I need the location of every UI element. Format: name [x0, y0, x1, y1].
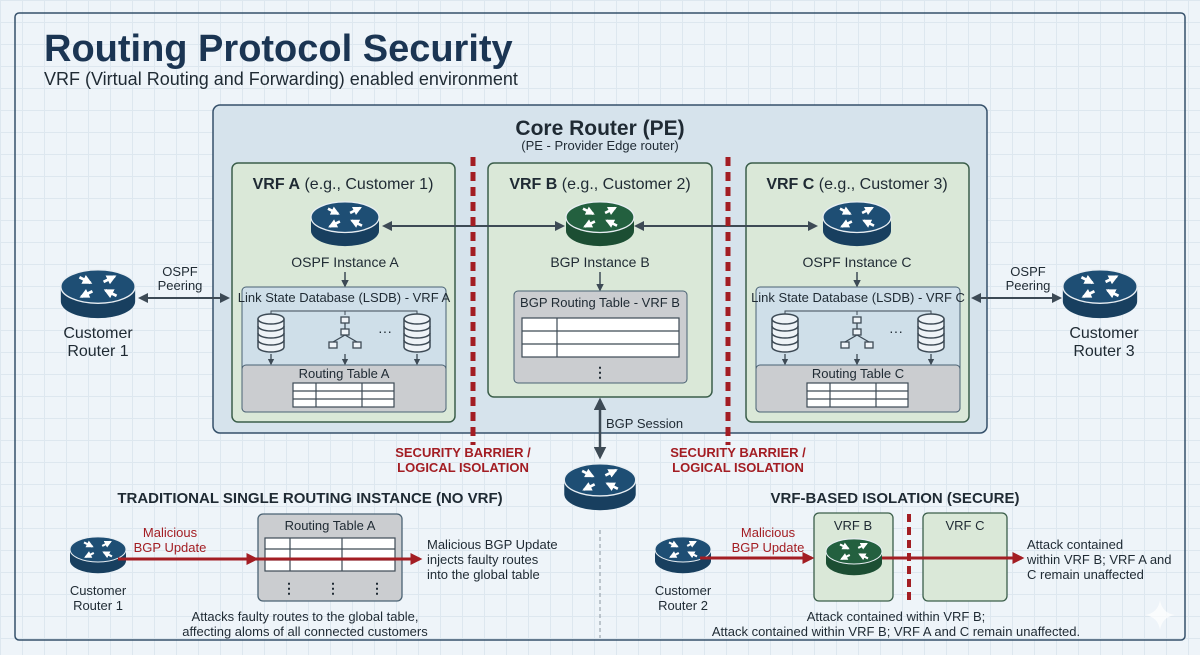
- customer-router-1-label-2: Router 1: [67, 343, 128, 360]
- malicious-update-label: Malicious: [741, 525, 796, 540]
- ellipsis: ···: [889, 323, 903, 339]
- bgp-peer-router-icon: [564, 464, 635, 510]
- ospf-peering-left: OSPF: [162, 264, 197, 279]
- customer-router-2-icon: [655, 537, 711, 573]
- traditional-panel: TRADITIONAL SINGLE ROUTING INSTANCE (NO …: [70, 490, 558, 639]
- sparkle-icon: [1145, 600, 1175, 630]
- router-icon: [823, 202, 891, 246]
- global-table-title: Routing Table A: [285, 518, 376, 533]
- vrf-c-table-title: Routing Table C: [812, 366, 904, 381]
- traditional-result-3: into the global table: [427, 567, 540, 582]
- vrf-c-title: VRF C (e.g., Customer 3): [766, 176, 947, 193]
- database-icon: [257, 313, 285, 353]
- page-title: Routing Protocol Security: [44, 28, 513, 70]
- malicious-update-label-2: BGP Update: [134, 540, 207, 555]
- vrf-b-router-icon: [826, 539, 882, 575]
- vrf-b-table-title: BGP Routing Table - VRF B: [520, 295, 680, 310]
- vrf-a-table-title: Routing Table A: [299, 366, 390, 381]
- ospf-peering-left-2: Peering: [158, 278, 203, 293]
- security-barrier-lines: [470, 157, 731, 445]
- page-subtitle: VRF (Virtual Routing and Forwarding) ena…: [44, 69, 518, 89]
- ospf-peering-right: OSPF: [1010, 264, 1045, 279]
- traditional-router-label-2: Router 1: [73, 598, 123, 613]
- more-rows-icon: ⋮: [370, 580, 384, 596]
- customer-router-1-icon: [61, 270, 135, 318]
- malicious-update-label-2: BGP Update: [732, 540, 805, 555]
- vrf-a-box: VRF A (e.g., Customer 1) OSPF Instance A…: [231, 162, 456, 423]
- more-rows-icon: ⋮: [326, 580, 340, 596]
- more-rows-icon: ⋮: [593, 364, 607, 380]
- router-icon: [566, 202, 634, 246]
- vrf-isolation-heading: VRF-BASED ISOLATION (SECURE): [771, 490, 1020, 507]
- traditional-caption-2: affecting aloms of all connected custome…: [182, 624, 428, 639]
- more-rows-icon: ⋮: [282, 580, 296, 596]
- barrier-label-1: SECURITY BARRIER /: [395, 445, 531, 460]
- barrier-label-2: SECURITY BARRIER /: [670, 445, 806, 460]
- customer-router-3-icon: [1063, 270, 1137, 318]
- vrf-result-3: C remain unaffected: [1027, 567, 1144, 582]
- bgp-session-label: BGP Session: [606, 416, 683, 431]
- vrf-result-2: within VRF B; VRF A and: [1026, 552, 1172, 567]
- vrf-a-lsdb-title: Link State Database (LSDB) - VRF A: [238, 290, 451, 305]
- traditional-result-2: injects faulty routes: [427, 552, 539, 567]
- core-router-subtitle: (PE - Provider Edge router): [521, 138, 679, 153]
- traditional-result: Malicious BGP Update: [427, 537, 558, 552]
- ellipsis: ···: [378, 323, 392, 339]
- vrf-b-instance: BGP Instance B: [550, 254, 649, 270]
- vrf-b-mini-title: VRF B: [834, 518, 872, 533]
- traditional-router-label: Customer: [70, 583, 127, 598]
- router-icon: [311, 202, 379, 246]
- vrf-a-instance: OSPF Instance A: [291, 254, 399, 270]
- vrf-result: Attack contained: [1027, 537, 1123, 552]
- customer-router-1-icon: [70, 537, 126, 573]
- vrf-c-lsdb-title: Link State Database (LSDB) - VRF C: [751, 290, 965, 305]
- vrf-c-mini-title: VRF C: [946, 518, 985, 533]
- vrf-a-title: VRF A (e.g., Customer 1): [253, 176, 434, 193]
- database-icon: [917, 313, 945, 353]
- traditional-caption: Attacks faulty routes to the global tabl…: [192, 609, 419, 624]
- database-icon: [403, 313, 431, 353]
- malicious-update-label: Malicious: [143, 525, 198, 540]
- customer-router-3-label: Customer: [1069, 325, 1139, 342]
- barrier-label-2b: LOGICAL ISOLATION: [672, 460, 804, 475]
- vrf-c-instance: OSPF Instance C: [803, 254, 912, 270]
- vrf-caption: Attack contained within VRF B;: [807, 609, 985, 624]
- vrf-b-title: VRF B (e.g., Customer 2): [509, 176, 690, 193]
- customer-router-3-label-2: Router 3: [1073, 343, 1134, 360]
- database-icon: [771, 313, 799, 353]
- vrf-router-label-2: Router 2: [658, 598, 708, 613]
- traditional-heading: TRADITIONAL SINGLE ROUTING INSTANCE (NO …: [117, 490, 502, 507]
- vrf-router-label: Customer: [655, 583, 712, 598]
- barrier-label-1b: LOGICAL ISOLATION: [397, 460, 529, 475]
- vrf-caption-2: Attack contained within VRF B; VRF A and…: [712, 624, 1080, 639]
- customer-router-1-label: Customer: [63, 325, 133, 342]
- core-router-title: Core Router (PE): [515, 117, 684, 140]
- ospf-peering-right-2: Peering: [1006, 278, 1051, 293]
- vrf-b-box: VRF B (e.g., Customer 2) BGP Instance B …: [487, 162, 713, 398]
- outer-frame: [14, 12, 1186, 641]
- vrf-c-box: VRF C (e.g., Customer 3) OSPF Instance C…: [745, 162, 970, 423]
- vrf-isolation-panel: VRF-BASED ISOLATION (SECURE) Customer Ro…: [655, 490, 1172, 639]
